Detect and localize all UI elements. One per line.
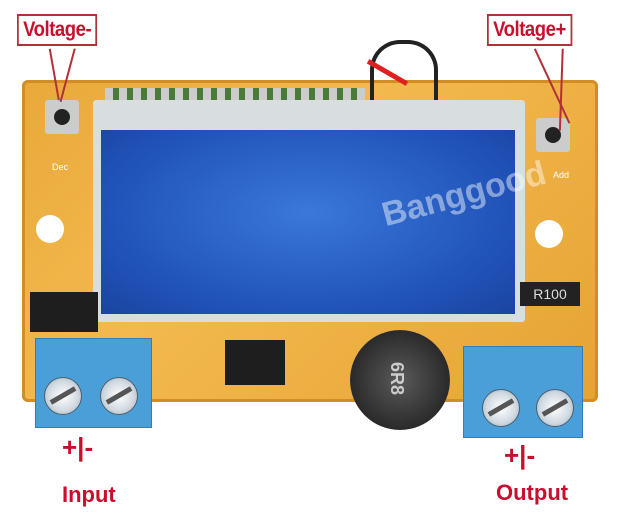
voltage-minus-button[interactable]	[45, 100, 79, 134]
silkscreen-dec: Dec	[52, 162, 69, 172]
output-polarity: +|-	[504, 440, 536, 470]
output-terminal	[463, 346, 583, 438]
input-terminal	[35, 338, 152, 428]
black-wire	[370, 40, 438, 104]
output-screw-positive[interactable]	[482, 389, 520, 427]
input-polarity: +|-	[62, 432, 94, 462]
resistor-r100: R100	[520, 282, 580, 306]
input-label: Input	[62, 482, 116, 507]
silkscreen-add: Add	[553, 170, 570, 180]
voltage-minus-label: Voltage-	[17, 14, 98, 46]
lcd-screen	[101, 130, 515, 314]
mounting-hole	[535, 220, 563, 248]
input-screw-negative[interactable]	[100, 377, 138, 415]
inductor-marking: 6R8	[387, 361, 408, 396]
voltage-plus-label: Voltage+	[487, 14, 572, 46]
mounting-hole	[36, 215, 64, 243]
output-screw-negative[interactable]	[536, 389, 574, 427]
ic-chip	[225, 340, 285, 385]
input-screw-positive[interactable]	[44, 377, 82, 415]
voltage-plus-button[interactable]	[536, 118, 570, 152]
inductor	[350, 330, 450, 430]
output-label: Output	[496, 480, 569, 505]
diode	[30, 292, 98, 332]
